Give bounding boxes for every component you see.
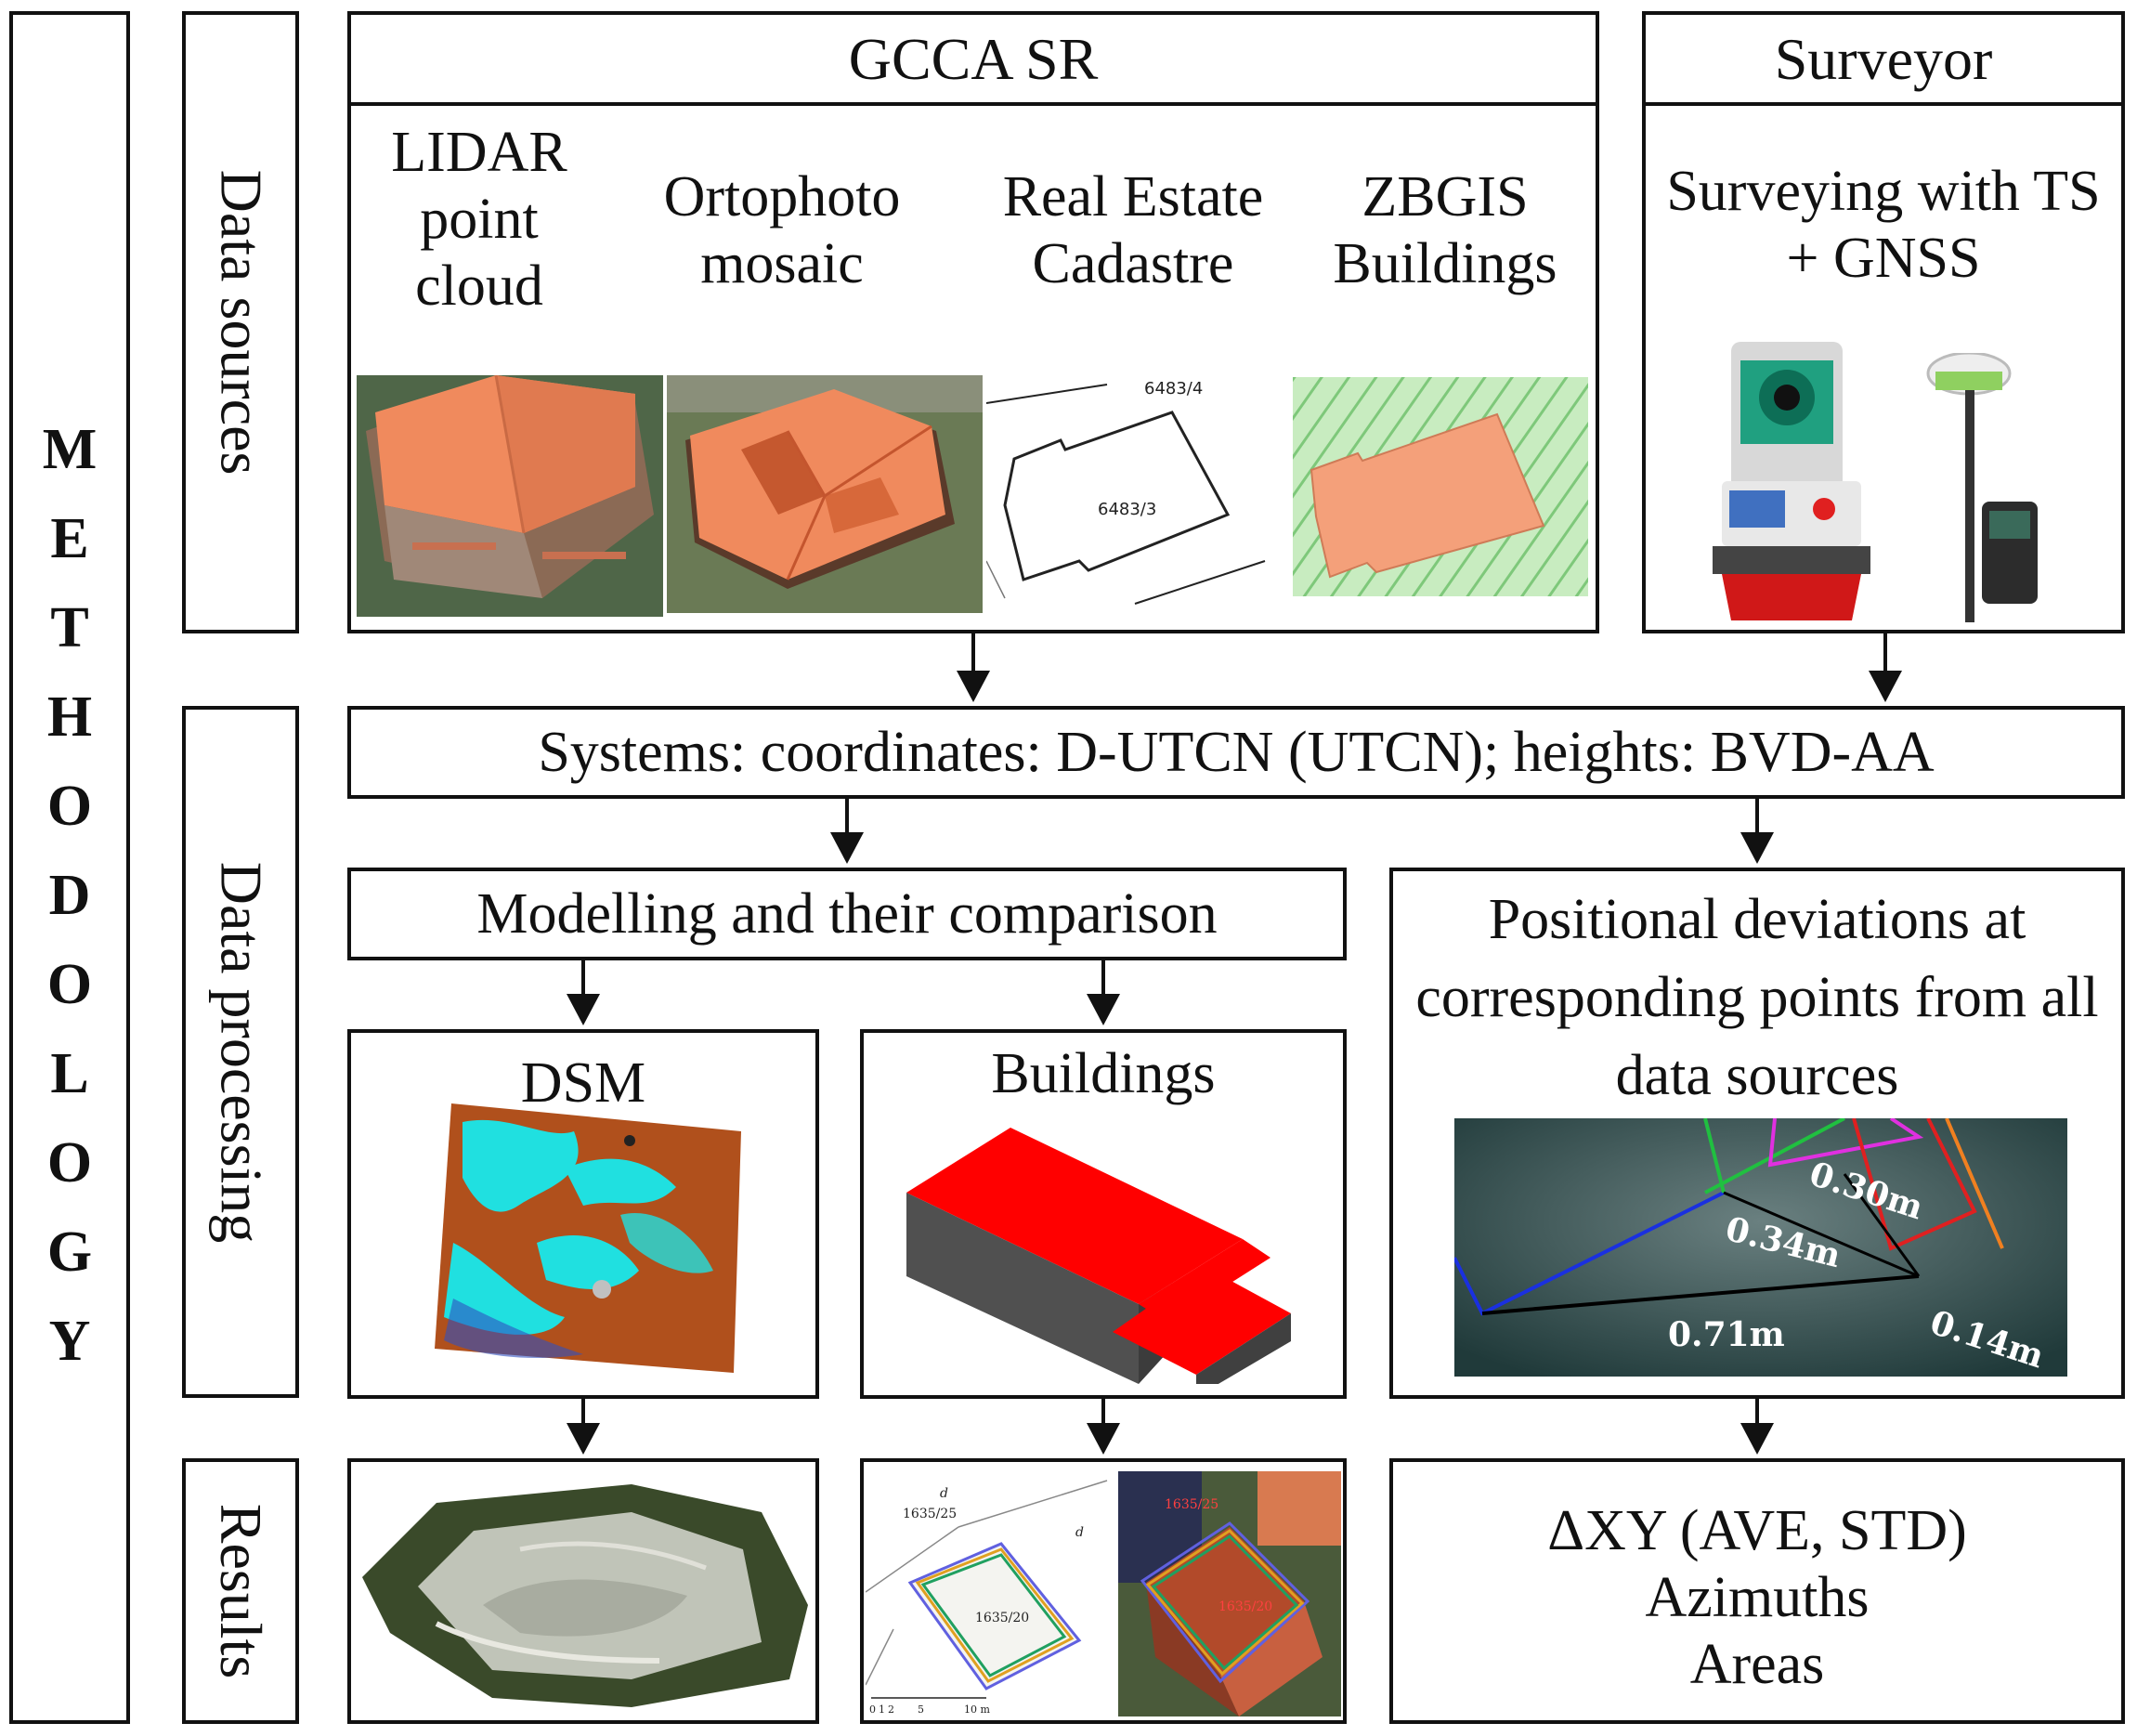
results-text-line-2: Azimuths [1645, 1566, 1870, 1629]
deviation-label-071: 0.71m [1668, 1315, 1785, 1354]
arrow-dsm-to-results [567, 1399, 600, 1455]
source-label-cadastre: Real Estate Cadastre [1002, 165, 1264, 295]
arrow-buildings-to-results [1087, 1399, 1120, 1455]
source-label-zbgis: ZBGIS Buildings [1333, 165, 1557, 295]
methodology-letter: H [46, 685, 93, 749]
row-label-data-processing: Data processing [182, 706, 299, 1398]
methodology-letter: M [42, 418, 98, 481]
results-letter-d2: d [1075, 1525, 1084, 1540]
scale-tick-10: 10 m [964, 1703, 990, 1716]
arrow-modelling-to-buildings [1087, 960, 1120, 1025]
arrow-systems-to-deviations [1740, 799, 1774, 864]
gcca-title: GCCA SR [848, 26, 1099, 92]
arrow-surveyor-to-systems [1869, 633, 1902, 702]
methodology-letter: G [46, 1220, 93, 1284]
results-letter-d1: d [940, 1486, 948, 1501]
methodology-letter: D [48, 864, 91, 927]
methodology-letter: O [46, 775, 93, 838]
dsm-image [435, 1103, 741, 1373]
results-parcel-b: 1635/20 [975, 1611, 1029, 1625]
surveyor-title-box [1642, 11, 2125, 106]
buildings-title: Buildings [991, 1042, 1216, 1105]
systems-text: Systems: coordinates: D-UTCN (UTCN); hei… [538, 721, 1935, 784]
surveyor-text: Surveying with TS + GNSS [1666, 160, 2101, 290]
scale-tick-0: 0 [869, 1703, 876, 1716]
results-dsm-image [362, 1484, 808, 1707]
lidar-point-cloud-image [357, 375, 663, 617]
arrow-modelling-to-dsm [567, 960, 600, 1025]
methodology-letter: T [50, 596, 89, 659]
gcca-title-box [347, 11, 1599, 106]
ortophoto-mosaic-image [667, 375, 983, 613]
results-ortho-overlay-image: 1635/20 1635/25 [1118, 1471, 1341, 1716]
arrow-deviations-to-results [1740, 1399, 1774, 1455]
results-text-box [1389, 1458, 2125, 1724]
gnss-receiver-image [1926, 353, 2038, 622]
cadastre-parcel-main: 6483/3 [1098, 500, 1156, 519]
results-text-line-1: ΔXY (AVE, STD) [1547, 1499, 1967, 1562]
buildings-3d-image [906, 1128, 1291, 1384]
scale-tick-5: 5 [918, 1703, 924, 1716]
methodology-letter: E [50, 507, 89, 570]
cadastre-parcel-top: 6483/4 [1144, 379, 1203, 398]
methodology-letter: L [50, 1042, 89, 1105]
modelling-text: Modelling and their comparison [476, 882, 1218, 946]
methodology-letter: O [46, 953, 93, 1016]
systems-box [347, 706, 2125, 799]
results-parcel-a: 1635/25 [903, 1507, 957, 1521]
results-cadastre-image: d d 1635/25 1635/20 0 1 2 5 10 m [866, 1471, 1114, 1716]
results-text-line-3: Areas [1689, 1633, 1825, 1696]
row-label-results: Results [182, 1458, 299, 1724]
results-ortho-parcel-a: 1635/25 [1165, 1497, 1218, 1512]
row-label-data-sources: Data sources [182, 11, 299, 633]
scale-tick-1: 1 [879, 1703, 885, 1716]
scale-tick-2: 2 [888, 1703, 894, 1716]
dsm-title: DSM [520, 1051, 646, 1115]
methodology-letter: O [46, 1131, 93, 1194]
surveyor-title: Surveyor [1774, 26, 1993, 92]
total-station-image [1713, 342, 1870, 620]
source-label-lidar: LIDAR point cloud [391, 121, 567, 318]
deviations-image: 0.30m 0.34m 0.71m 0.14m [1454, 1118, 2067, 1377]
deviations-text: Positional deviations at corresponding p… [1415, 888, 2099, 1107]
zbgis-buildings-image [1293, 377, 1588, 596]
source-label-ortophoto: Ortophoto mosaic [663, 165, 901, 295]
methodology-letter: Y [48, 1310, 91, 1373]
arrow-systems-to-modelling [830, 799, 864, 864]
modelling-box [347, 868, 1347, 960]
real-estate-cadastre-image: 6483/4 6483/3 [986, 375, 1276, 609]
arrow-gcca-to-systems [957, 633, 990, 702]
results-ortho-parcel-b: 1635/20 [1218, 1599, 1272, 1614]
